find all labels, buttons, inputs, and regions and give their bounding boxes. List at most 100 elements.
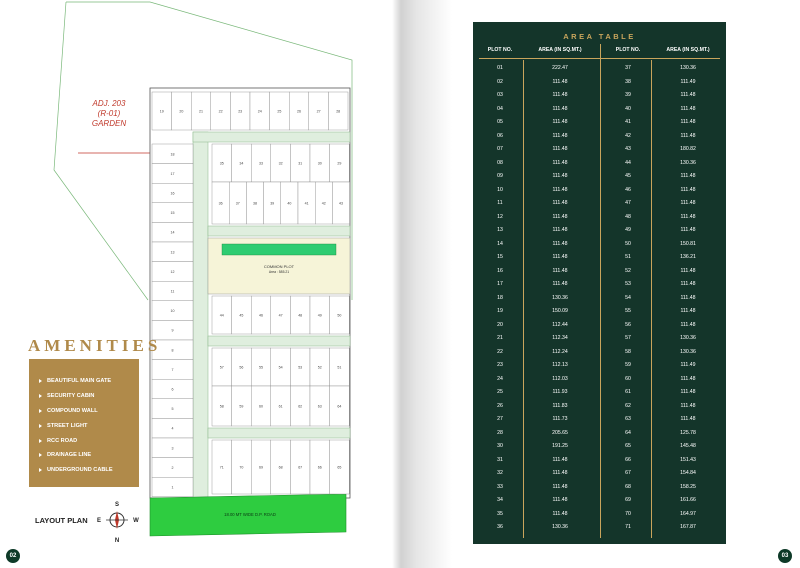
- plot-number-label: 33: [259, 162, 263, 166]
- plot-no-cell: 61: [625, 389, 631, 395]
- plot-no-cell: 19: [497, 308, 503, 314]
- plot-number-label: 12: [171, 270, 175, 274]
- area-cell: 111.49: [680, 78, 696, 85]
- plot-no-cell: 09: [497, 173, 503, 179]
- plot-number-label: 54: [279, 366, 283, 370]
- bullet-arrow-icon: [39, 408, 42, 413]
- bullet-arrow-icon: [39, 379, 42, 384]
- plot-number-label: 59: [239, 405, 243, 409]
- amenities-list: BEAUTIFUL MAIN GATE SECURITY CABIN COMPOUN…: [39, 374, 131, 478]
- plot-no-cell: 23: [497, 362, 503, 368]
- area-cell: 167.87: [680, 524, 696, 530]
- compass-w: W: [133, 518, 139, 524]
- plot-number-label: 40: [287, 202, 291, 206]
- area-cell: 130.36: [680, 335, 696, 341]
- area-cell: 161.66: [680, 497, 696, 503]
- area-cell: 111.48: [552, 213, 568, 220]
- plot-number-label: 62: [298, 405, 302, 409]
- site-boundary: [66, 1, 353, 300]
- area-cell: 111.48: [680, 173, 696, 179]
- plot-no-cell: 27: [497, 416, 503, 422]
- area-cell: 111.48: [680, 132, 696, 139]
- area-cell: 111.73: [552, 416, 568, 422]
- amenity-label: SECURITY CABIN: [47, 393, 95, 400]
- area-cell: 111.48: [552, 254, 568, 260]
- area-cell: 112.13: [552, 362, 568, 368]
- area-cell: 111.48: [552, 456, 568, 463]
- plot-no-cell: 37: [625, 65, 631, 71]
- plot-no-cell: 62: [625, 402, 631, 409]
- area-cell: 111.48: [552, 159, 568, 166]
- plot-no-cell: 06: [497, 132, 503, 139]
- plot-number-label: 29: [337, 162, 341, 166]
- plot-number-label: 41: [305, 202, 309, 206]
- area-cell: 111.48: [680, 416, 696, 422]
- plot-number-label: 8: [172, 348, 174, 352]
- plot-no-cell: 18: [497, 294, 503, 301]
- plot-number-label: 61: [279, 405, 283, 409]
- plot-number-label: 2: [172, 466, 174, 470]
- area-cell: 111.48: [680, 402, 696, 409]
- amenity-label: UNDERGROUND CABLE: [47, 467, 113, 474]
- area-cell: 112.24: [552, 348, 568, 355]
- amenities-title: AMENITIES: [28, 336, 162, 355]
- area-cell: 111.48: [680, 119, 696, 125]
- plot-number-label: 60: [259, 405, 263, 409]
- area-cell: 111.48: [680, 105, 696, 112]
- adj-line-2: (R-01): [97, 109, 121, 118]
- plot-no-cell: 17: [497, 281, 503, 287]
- area-cell: 111.49: [680, 362, 696, 368]
- plot-number-label: 25: [277, 110, 281, 114]
- plot-no-cell: 67: [625, 470, 631, 476]
- plot-number-label: 13: [171, 250, 175, 254]
- area-table-headers: PLOT NO. AREA (IN SQ.MT.) PLOT NO. AREA …: [473, 47, 726, 57]
- plot-no-cell: 14: [497, 240, 503, 247]
- amenity-item: STREET LIGHT: [39, 418, 131, 433]
- plot-no-cell: 28: [497, 429, 503, 436]
- plot-no-cell: 04: [497, 105, 503, 112]
- area-cell: 111.48: [680, 213, 696, 220]
- plot-no-cell: 41: [625, 119, 631, 125]
- amenity-item: BEAUTIFUL MAIN GATE: [39, 374, 131, 389]
- plot-no-cell: 71: [625, 524, 631, 530]
- plot-number-label: 55: [259, 366, 263, 370]
- internal-road-1: [192, 131, 351, 143]
- left-column-plot: [151, 477, 194, 498]
- plot-no-cell: 05: [497, 119, 503, 125]
- area-cell: 111.93: [552, 389, 568, 395]
- area-cell: 111.48: [552, 510, 568, 517]
- plot-no-cell: 20: [497, 321, 503, 328]
- plot-no-cell: 08: [497, 159, 503, 166]
- block-b-plot: [329, 295, 350, 335]
- compass-e: E: [97, 518, 101, 524]
- plot-no-cell: 45: [625, 173, 631, 179]
- area-cell: 151.43: [680, 456, 696, 463]
- plot-number-label: 42: [322, 202, 326, 206]
- area-cell: 130.36: [680, 348, 696, 355]
- plot-no-cell: 03: [497, 92, 503, 98]
- area-cell: 111.83: [552, 402, 568, 409]
- area-table-panel: AREA TABLE PLOT NO. AREA (IN SQ.MT.) PLO…: [473, 22, 726, 544]
- plot-number-label: 39: [270, 202, 274, 206]
- plot-number-label: 1: [172, 486, 174, 490]
- area-cell: 112.44: [552, 321, 568, 328]
- plot-number-label: 70: [239, 466, 243, 470]
- plot-number-label: 34: [239, 162, 243, 166]
- plot-no-cell: 34: [497, 497, 503, 503]
- plot-number-label: 21: [199, 110, 203, 114]
- amenity-item: COMPOUND WALL: [39, 404, 131, 419]
- area-cell: 112.34: [552, 335, 568, 341]
- plot-no-cell: 55: [625, 308, 631, 314]
